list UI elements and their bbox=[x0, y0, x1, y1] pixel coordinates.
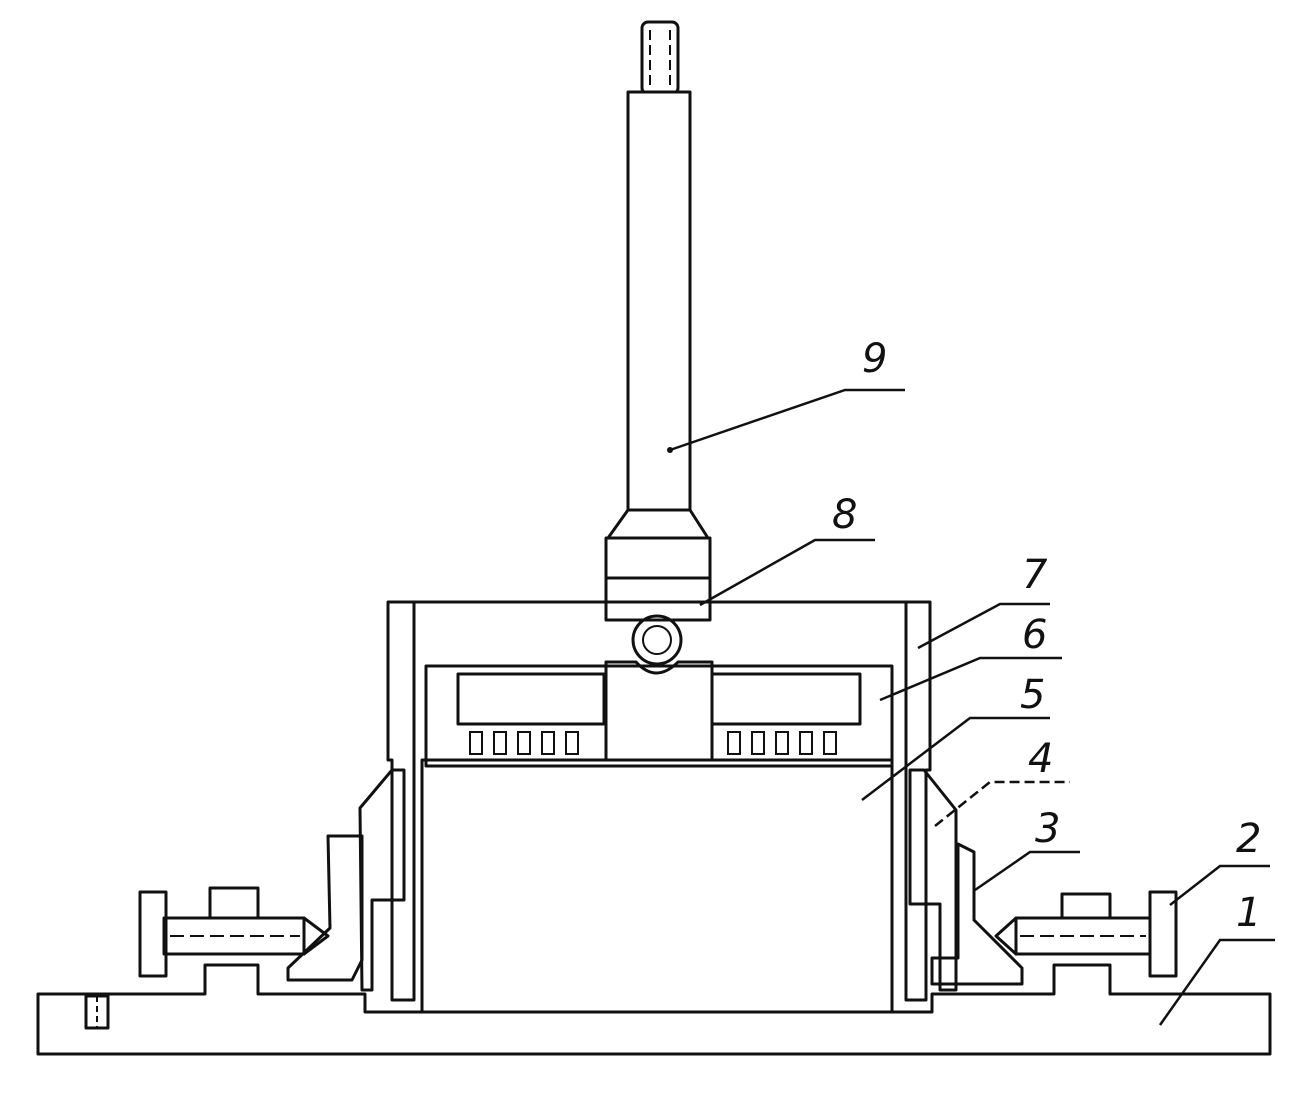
clamp-wedge-left bbox=[286, 834, 364, 982]
leader-lines bbox=[667, 388, 1275, 1026]
callout-9: 9 bbox=[862, 336, 887, 382]
specimen-part-5 bbox=[420, 758, 894, 1014]
push-rod-part-9 bbox=[604, 20, 712, 580]
callout-1: 1 bbox=[1236, 890, 1261, 936]
base-plate-part-1 bbox=[36, 963, 1272, 1056]
left-post bbox=[208, 886, 260, 920]
callout-3: 3 bbox=[1035, 806, 1060, 852]
right-post bbox=[1060, 892, 1112, 920]
clamp-screw-left bbox=[138, 890, 330, 978]
callout-6: 6 bbox=[1022, 612, 1047, 658]
clamp-wedge-right-part-3 bbox=[930, 842, 1024, 986]
plunger-plate-part-6 bbox=[424, 660, 894, 768]
callout-8: 8 bbox=[832, 492, 857, 538]
collar-left bbox=[358, 768, 406, 992]
callout-2: 2 bbox=[1236, 816, 1261, 862]
ball-and-cap-part-8 bbox=[604, 576, 712, 666]
cylinder-wall-right-part-7 bbox=[904, 600, 932, 1002]
callout-7: 7 bbox=[1022, 552, 1048, 598]
callout-4: 4 bbox=[1028, 736, 1053, 782]
callout-labels: 9 8 7 6 5 4 3 2 1 bbox=[832, 336, 1261, 936]
cylinder-wall-left bbox=[386, 600, 416, 1002]
clamp-screw-right-part-2 bbox=[994, 890, 1178, 978]
perforation-row bbox=[469, 731, 837, 755]
callout-5: 5 bbox=[1020, 672, 1045, 718]
collar-right-part-4 bbox=[908, 768, 958, 992]
